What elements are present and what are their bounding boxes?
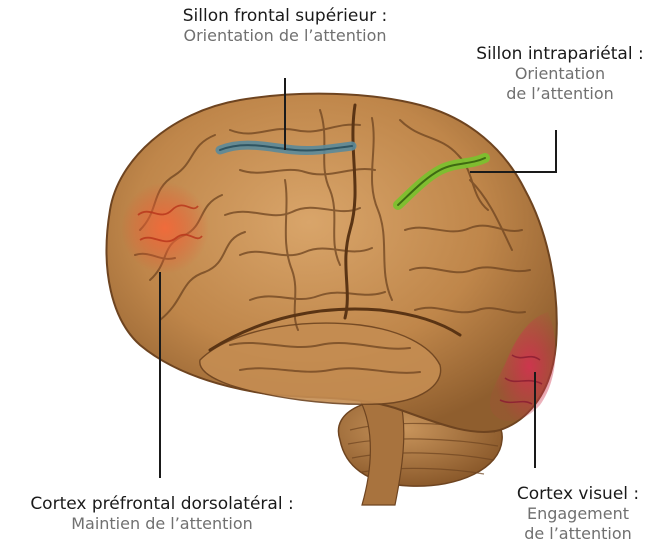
label-prefrontal-cortex: Cortex préfrontal dorsolatéral : Maintie… — [2, 494, 322, 534]
label-superior-frontal-title: Sillon frontal supérieur : — [100, 6, 470, 26]
label-prefrontal-desc: Maintien de l’attention — [2, 514, 322, 533]
label-prefrontal-title: Cortex préfrontal dorsolatéral : — [2, 494, 322, 514]
label-superior-frontal-desc: Orientation de l’attention — [100, 26, 470, 45]
label-visual-cortex: Cortex visuel : Engagement de l’attentio… — [498, 484, 658, 543]
prefrontal-region — [121, 182, 209, 274]
label-visual-desc-1: Engagement — [498, 504, 658, 523]
label-visual-title: Cortex visuel : — [498, 484, 658, 504]
label-intraparietal-desc-2: de l’attention — [460, 84, 660, 103]
label-superior-frontal-sulcus: Sillon frontal supérieur : Orientation d… — [100, 6, 470, 46]
label-intraparietal-sulcus: Sillon intrapariétal : Orientation de l’… — [460, 44, 660, 103]
label-intraparietal-desc-1: Orientation — [460, 64, 660, 83]
label-intraparietal-title: Sillon intrapariétal : — [460, 44, 660, 64]
label-visual-desc-2: de l’attention — [498, 524, 658, 543]
